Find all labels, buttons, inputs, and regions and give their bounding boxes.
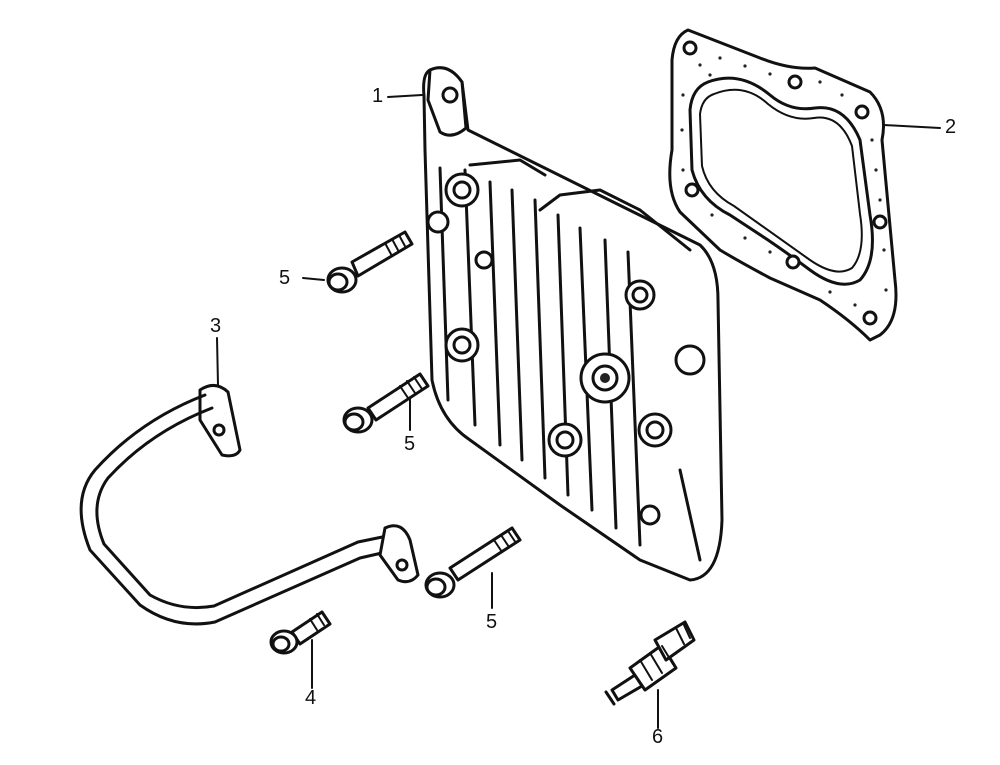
cylinder-head-part: [422, 66, 724, 582]
callout-6: 6: [652, 726, 664, 748]
flange-bolt-small-part: [269, 610, 332, 655]
callout-2: 2: [945, 116, 957, 138]
head-gasket-part: [668, 28, 898, 342]
flange-bolt-upper-part: [326, 230, 414, 294]
gasket-texture: [680, 56, 888, 307]
flange-bolt-lower-part: [424, 526, 522, 599]
callout-1: 1: [372, 85, 384, 107]
callout-5-upper: 5: [279, 267, 291, 289]
spark-plug-part: [604, 620, 696, 706]
callout-5-middle: 5: [404, 433, 416, 455]
callout-3: 3: [210, 315, 222, 337]
leader-lines: [216, 94, 941, 729]
callout-5-lower: 5: [486, 611, 498, 633]
lifting-bracket-part: [79, 384, 420, 626]
flange-bolt-middle-part: [342, 372, 430, 434]
callout-4: 4: [305, 687, 317, 709]
